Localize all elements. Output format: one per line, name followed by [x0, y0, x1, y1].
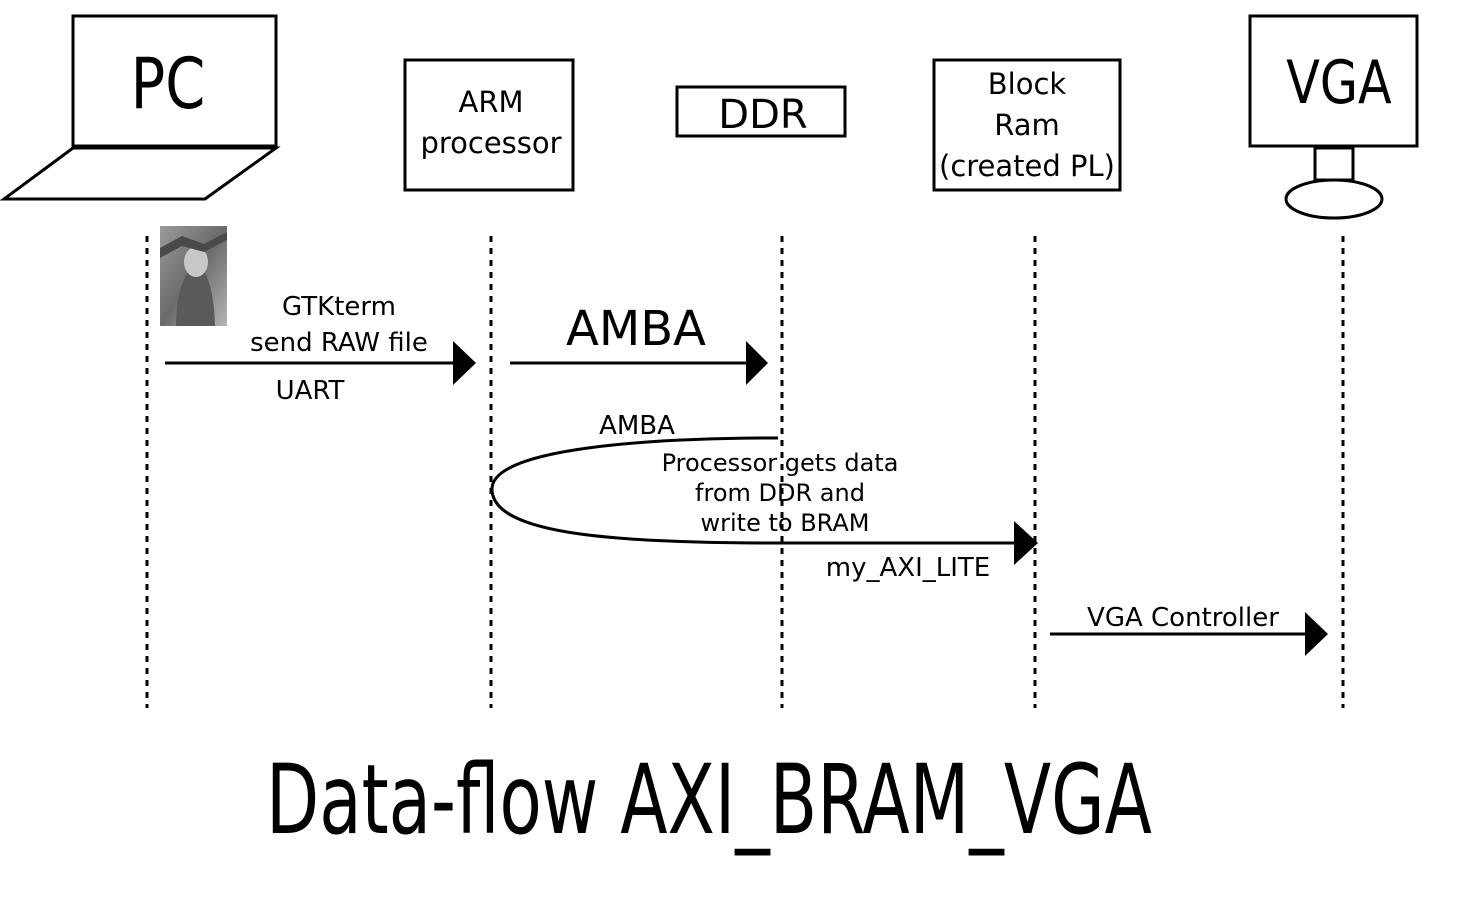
diagram-title: Data-flow AXI_BRAM_VGA [266, 743, 1152, 855]
processor-note-line1: Processor gets data [662, 449, 899, 477]
arm-label-line1: ARM [458, 85, 523, 119]
pc-label: PC [131, 45, 206, 126]
arrow-pc-to-arm [165, 341, 476, 385]
arm-label-line2: processor [420, 126, 561, 160]
bram-label-line1: Block [988, 67, 1067, 101]
bram-label-line2: Ram [994, 108, 1060, 142]
arrow-bram-to-vga [1050, 612, 1328, 656]
image-thumbnail-icon [160, 226, 227, 326]
send-raw-file-label: send RAW file [250, 328, 428, 358]
ddr-box [675, 85, 847, 138]
arrow-arm-to-ddr [510, 341, 768, 385]
vga-controller-label: VGA Controller [1087, 603, 1279, 633]
block-ram-box [932, 58, 1122, 192]
axi-lite-label: my_AXI_LITE [826, 553, 990, 583]
amba-label-large: AMBA [566, 301, 706, 357]
ddr-label: DDR [718, 92, 807, 138]
gtkterm-label: GTKterm [282, 292, 396, 322]
processor-note-line2: from DDR and [695, 479, 865, 507]
processor-note-line3: write to BRAM [701, 509, 870, 537]
laptop-icon [0, 14, 281, 201]
amba-label-small: AMBA [599, 411, 675, 441]
arm-processor-box [403, 58, 575, 192]
bram-label-line3: (created PL) [939, 149, 1115, 183]
vga-label: VGA [1286, 47, 1392, 117]
uart-label: UART [276, 376, 345, 406]
arrow-ddr-to-bram [490, 436, 1038, 565]
monitor-icon [1248, 14, 1419, 220]
